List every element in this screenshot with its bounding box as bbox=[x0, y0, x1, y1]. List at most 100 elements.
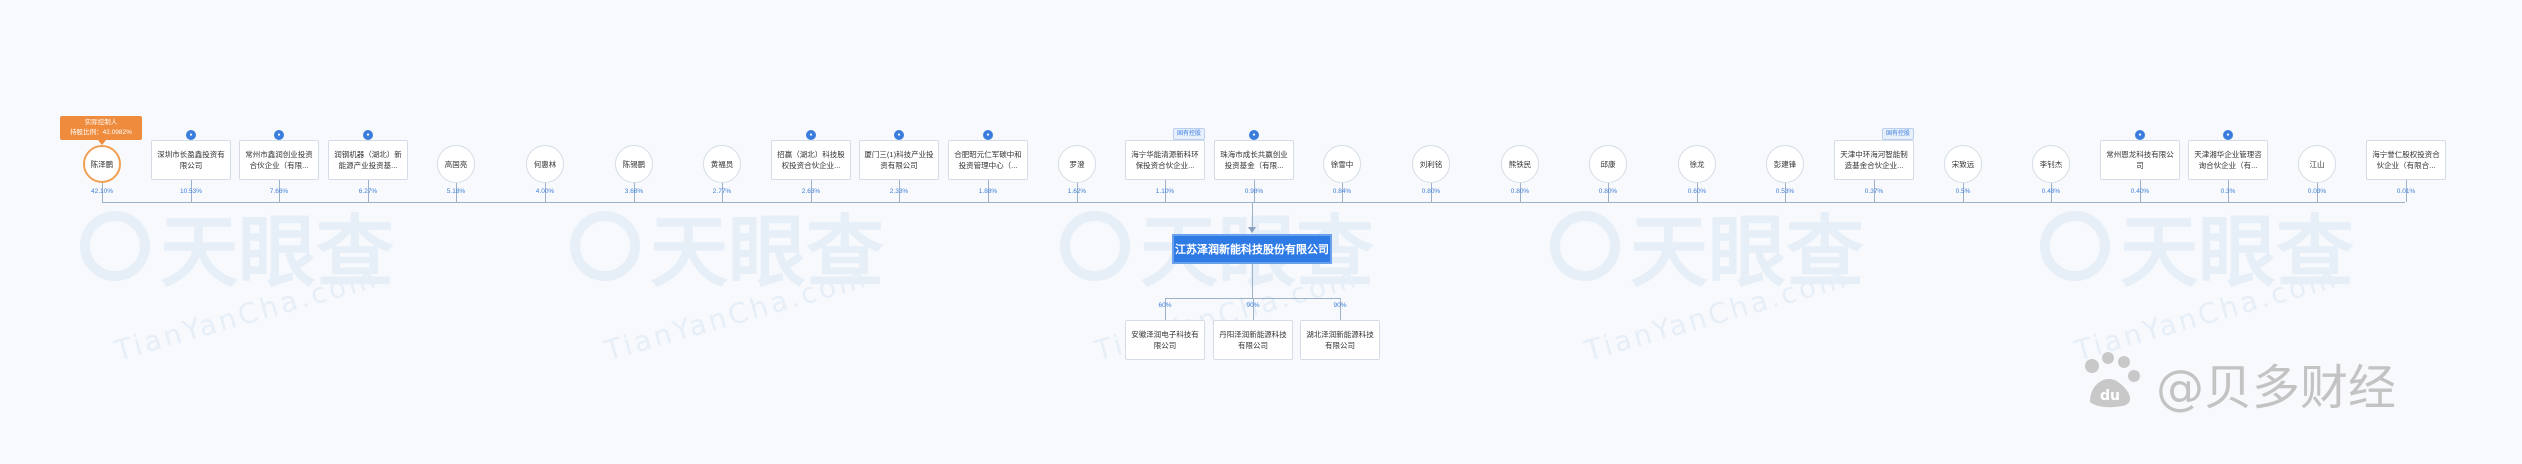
shareholder-connector bbox=[456, 183, 457, 202]
shareholder-connector bbox=[988, 180, 989, 202]
shareholding-percent: 2.63% bbox=[801, 188, 821, 195]
shareholder-connector bbox=[2406, 180, 2407, 202]
trunk-line-top bbox=[1252, 202, 1253, 228]
state-owned-tag: 国有控股 bbox=[1882, 128, 1915, 140]
shareholder-name: 珠海市成长共赢创业投资基金（有限... bbox=[1220, 150, 1288, 170]
shareholder-name: 海宁誉仁股权投资合伙企业（有限合... bbox=[2372, 150, 2440, 170]
shareholder-connector bbox=[2317, 183, 2318, 202]
shareholder-node[interactable]: 常州恩龙科技有限公司 bbox=[2100, 140, 2180, 180]
shareholder-connector bbox=[2140, 180, 2141, 202]
shareholder-node[interactable]: 陈锡鹏 bbox=[615, 145, 653, 183]
target-company-node[interactable]: 江苏泽润新能科技股份有限公司 bbox=[1172, 234, 1332, 264]
shareholder-connector bbox=[1254, 180, 1255, 202]
subsidiary-connector bbox=[1165, 298, 1166, 320]
shareholder-name: 润钢机器（湖北）新能源产业投资基... bbox=[334, 150, 402, 170]
svg-text:du: du bbox=[2100, 388, 2120, 404]
shareholder-name: 陈锡鹏 bbox=[622, 159, 646, 169]
shareholder-node[interactable]: 邱康 bbox=[1589, 145, 1627, 183]
shareholder-name: 刘利铭 bbox=[1419, 159, 1443, 169]
subsidiary-node[interactable]: 湖北泽润新能源科技有限公司 bbox=[1300, 320, 1380, 360]
shareholder-node[interactable]: 刘利铭 bbox=[1412, 145, 1450, 183]
shareholder-bus-line bbox=[102, 202, 2405, 203]
shareholder-node[interactable]: 招赢（湖北）科技股权投资合伙企业... bbox=[771, 140, 851, 180]
subsidiary-node[interactable]: 丹阳泽润新能源科技有限公司 bbox=[1213, 320, 1293, 360]
shareholder-connector bbox=[2228, 180, 2229, 202]
shareholder-node[interactable]: 宋致远 bbox=[1944, 145, 1982, 183]
shareholder-node[interactable]: 江山 bbox=[2298, 145, 2336, 183]
subsidiary-connector bbox=[1253, 298, 1254, 320]
shareholder-node[interactable]: 天津湘华企业管理咨询合伙企业（有... bbox=[2188, 140, 2268, 180]
shareholder-node[interactable]: 天津中环海河智能制造基金合伙企业... bbox=[1834, 140, 1914, 180]
shareholding-percent: 0.3% bbox=[2220, 188, 2236, 195]
shareholder-node[interactable]: 海宁华能清源新科环保投资合伙企业... bbox=[1125, 140, 1205, 180]
shareholder-name: 徐龙 bbox=[1689, 159, 1705, 169]
watermark-url: TianYanCha.com bbox=[110, 260, 382, 368]
shareholding-percent: 10.53% bbox=[179, 188, 203, 195]
watermark: 天眼查 TianYanCha.com bbox=[1550, 190, 1864, 368]
shareholder-name: 天津中环海河智能制造基金合伙企业... bbox=[1840, 150, 1908, 170]
shareholder-connector bbox=[1520, 183, 1521, 202]
shareholder-node[interactable]: 黄福员 bbox=[703, 145, 741, 183]
shareholding-percent: 0.40% bbox=[2130, 188, 2150, 195]
subsidiary-node[interactable]: 安徽泽润电子科技有限公司 bbox=[1125, 320, 1205, 360]
shareholder-node[interactable]: 常州市鑫润创业投资合伙企业（有限... bbox=[239, 140, 319, 180]
shareholding-percent: 0.5% bbox=[1955, 188, 1971, 195]
shareholding-percent: 6.27% bbox=[358, 188, 378, 195]
shareholder-connector bbox=[1077, 183, 1078, 202]
shareholding-percent: 0.84% bbox=[1332, 188, 1352, 195]
shareholder-name: 邱康 bbox=[1600, 159, 1616, 169]
trunk-line-bottom bbox=[1252, 264, 1253, 298]
shareholder-connector bbox=[1697, 183, 1698, 202]
shareholding-percent: 2.33% bbox=[889, 188, 909, 195]
shareholding-percent: 1.88% bbox=[978, 188, 998, 195]
shareholder-name: 常州恩龙科技有限公司 bbox=[2106, 150, 2174, 170]
shareholding-percent: 0.37% bbox=[1864, 188, 1884, 195]
shareholder-node[interactable]: 珠海市成长共赢创业投资基金（有限... bbox=[1214, 140, 1294, 180]
shareholder-node[interactable]: 徐雪中 bbox=[1323, 145, 1361, 183]
company-badge-icon: ● bbox=[2135, 130, 2145, 140]
company-badge-icon: ● bbox=[806, 130, 816, 140]
shareholder-name: 罗澄 bbox=[1069, 159, 1085, 169]
shareholder-node[interactable]: 润钢机器（湖北）新能源产业投资基... bbox=[328, 140, 408, 180]
shareholder-node[interactable]: 何惠林 bbox=[526, 145, 564, 183]
shareholder-node[interactable]: 罗澄 bbox=[1058, 145, 1096, 183]
shareholder-node[interactable]: 海宁誉仁股权投资合伙企业（有限合... bbox=[2366, 140, 2446, 180]
shareholder-node[interactable]: 厦门三(1)科技产业投资有限公司 bbox=[859, 140, 939, 180]
shareholder-node[interactable]: 李钊杰 bbox=[2032, 145, 2070, 183]
watermark-logo-icon bbox=[80, 211, 150, 281]
shareholder-connector bbox=[1874, 180, 1875, 202]
shareholding-percent: 0.80% bbox=[1510, 188, 1530, 195]
shareholder-connector bbox=[1431, 183, 1432, 202]
company-badge-icon: ● bbox=[363, 130, 373, 140]
shareholder-connector bbox=[1165, 180, 1166, 202]
shareholder-connector bbox=[722, 183, 723, 202]
shareholding-percent: 0.03% bbox=[2307, 188, 2327, 195]
watermark-logo-icon bbox=[1550, 211, 1620, 281]
company-badge-icon: ● bbox=[983, 130, 993, 140]
shareholder-name: 招赢（湖北）科技股权投资合伙企业... bbox=[777, 150, 845, 170]
shareholder-node[interactable]: 徐龙 bbox=[1678, 145, 1716, 183]
shareholder-connector bbox=[634, 183, 635, 202]
shareholder-node[interactable]: 陈泽鹏 bbox=[83, 145, 121, 183]
company-badge-icon: ● bbox=[274, 130, 284, 140]
shareholder-node[interactable]: 深圳市长盈鑫投资有限公司 bbox=[151, 140, 231, 180]
shareholder-name: 宋致远 bbox=[1951, 159, 1975, 169]
shareholding-percent: 1.10% bbox=[1155, 188, 1175, 195]
shareholder-node[interactable]: 彭建锋 bbox=[1766, 145, 1804, 183]
subsidiary-connector bbox=[1340, 298, 1341, 320]
baidu-paw-icon: du bbox=[2085, 352, 2140, 408]
shareholder-node[interactable]: 合肥昭元仁军碳中和投资管理中心（... bbox=[948, 140, 1028, 180]
subsidiary-percent: 90% bbox=[1246, 302, 1260, 309]
shareholding-percent: 2.77% bbox=[712, 188, 732, 195]
shareholding-percent: 42.10% bbox=[90, 188, 114, 195]
shareholder-connector bbox=[1608, 183, 1609, 202]
shareholding-percent: 5.18% bbox=[446, 188, 466, 195]
shareholder-connector bbox=[102, 183, 103, 202]
shareholder-name: 厦门三(1)科技产业投资有限公司 bbox=[864, 150, 934, 170]
shareholder-name: 江山 bbox=[2309, 159, 2325, 169]
shareholder-node[interactable]: 熊铁民 bbox=[1501, 145, 1539, 183]
shareholder-node[interactable]: 高国亮 bbox=[437, 145, 475, 183]
shareholder-name: 高国亮 bbox=[444, 159, 468, 169]
controller-tag-line1: 实际控制人 bbox=[84, 119, 118, 126]
subsidiary-name: 安徽泽润电子科技有限公司 bbox=[1131, 330, 1199, 350]
